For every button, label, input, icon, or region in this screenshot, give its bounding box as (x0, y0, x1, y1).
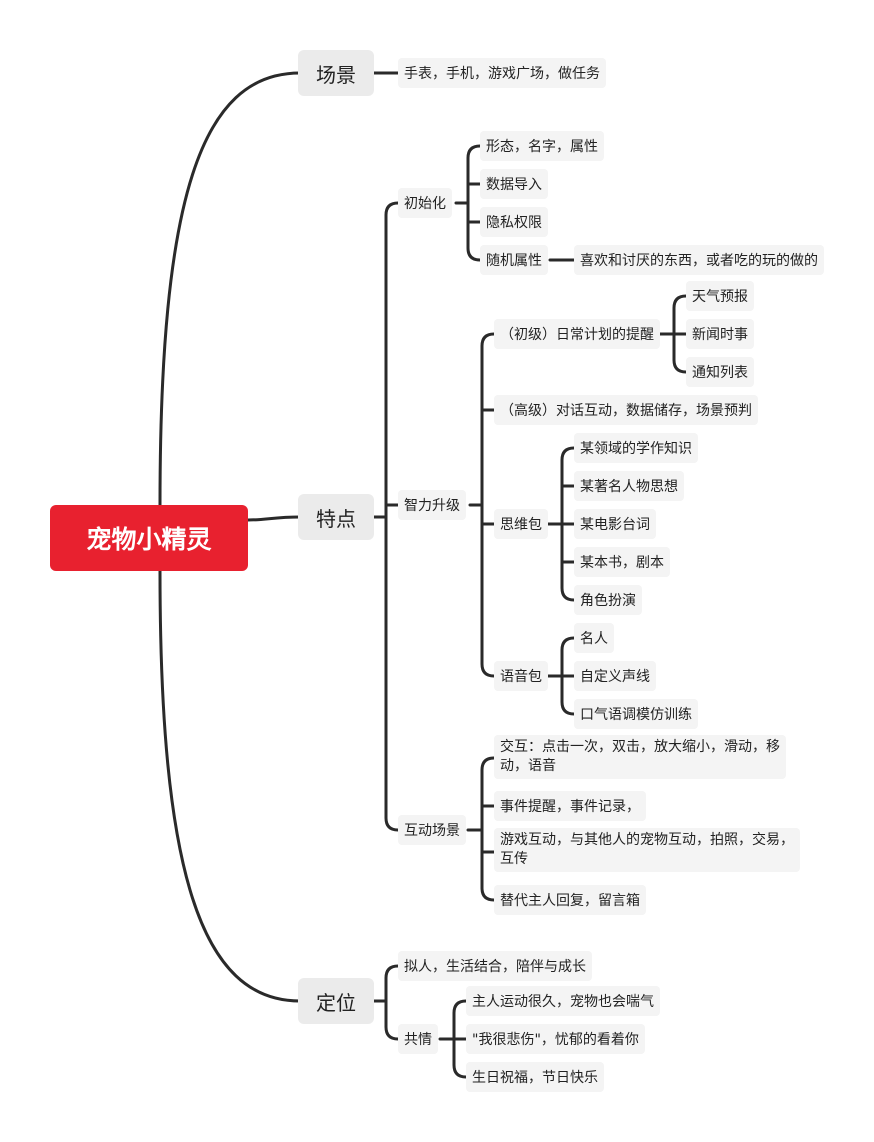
voice-item[interactable]: 自定义声线 (574, 661, 656, 691)
empathy-node[interactable]: 共情 (398, 1024, 438, 1054)
features-node[interactable]: 特点 (298, 494, 374, 540)
voice-item[interactable]: 口气语调模仿训练 (574, 699, 698, 729)
random-detail[interactable]: 喜欢和讨厌的东西，或者吃的玩的做的 (574, 245, 824, 275)
root-node[interactable]: 宠物小精灵 (50, 505, 248, 571)
thinking-pack-node[interactable]: 思维包 (494, 509, 548, 539)
init-item[interactable]: 隐私权限 (480, 207, 548, 237)
thinking-item[interactable]: 角色扮演 (574, 585, 642, 615)
thinking-item[interactable]: 某本书，剧本 (574, 547, 670, 577)
voice-item[interactable]: 名人 (574, 623, 614, 653)
interact-item[interactable]: 游戏互动，与其他人的宠物互动，拍照，交易，互传 (494, 828, 800, 872)
interact-item[interactable]: 事件提醒，事件记录， (494, 791, 646, 821)
init-node[interactable]: 初始化 (398, 188, 452, 218)
empathy-item[interactable]: 生日祝福，节日快乐 (466, 1062, 604, 1092)
intel-node[interactable]: 智力升级 (398, 490, 466, 520)
voice-pack-node[interactable]: 语音包 (494, 661, 548, 691)
thinking-item[interactable]: 某领域的学作知识 (574, 433, 698, 463)
intel-basic-node[interactable]: （初级）日常计划的提醒 (494, 319, 660, 349)
basic-item[interactable]: 新闻时事 (686, 319, 754, 349)
init-item[interactable]: 数据导入 (480, 169, 548, 199)
thinking-item[interactable]: 某电影台词 (574, 509, 656, 539)
interact-node[interactable]: 互动场景 (398, 815, 466, 845)
basic-item[interactable]: 通知列表 (686, 357, 754, 387)
init-item[interactable]: 形态，名字，属性 (480, 131, 604, 161)
anthro-item[interactable]: 拟人，生活结合，陪伴与成长 (398, 951, 592, 981)
basic-item[interactable]: 天气预报 (686, 281, 754, 311)
empathy-item[interactable]: 主人运动很久，宠物也会喘气 (466, 986, 660, 1016)
scene-item[interactable]: 手表，手机，游戏广场，做任务 (398, 58, 606, 88)
intel-advanced-node[interactable]: （高级）对话互动，数据储存，场景预判 (494, 395, 758, 425)
position-node[interactable]: 定位 (298, 978, 374, 1024)
init-item-random[interactable]: 随机属性 (480, 245, 548, 275)
thinking-item[interactable]: 某著名人物思想 (574, 471, 684, 501)
empathy-item[interactable]: "我很悲伤"，忧郁的看着你 (466, 1024, 645, 1054)
interact-item[interactable]: 替代主人回复，留言箱 (494, 885, 646, 915)
scene-node[interactable]: 场景 (298, 50, 374, 96)
interact-item[interactable]: 交互：点击一次，双击，放大缩小，滑动，移动，语音 (494, 735, 786, 779)
